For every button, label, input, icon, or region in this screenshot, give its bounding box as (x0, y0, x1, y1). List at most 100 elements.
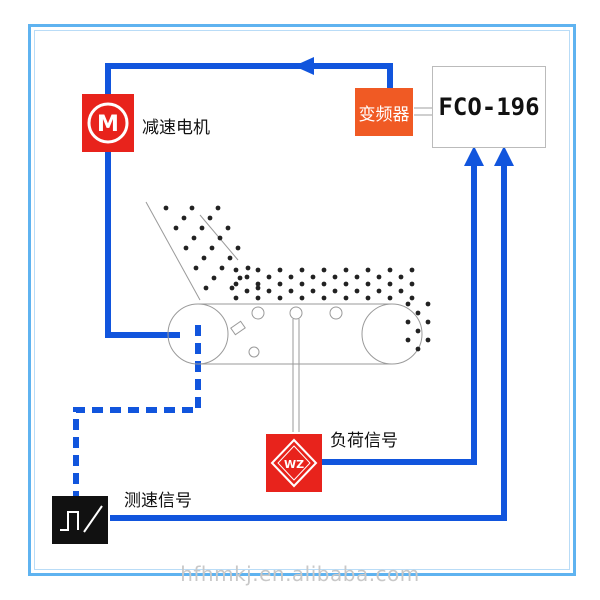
material-particle (387, 267, 393, 273)
speed-signal-label: 测速信号 (124, 491, 192, 511)
motor-label: 减速电机 (142, 118, 210, 138)
inner-frame (34, 30, 570, 570)
material-particle (376, 288, 382, 294)
arrow-up-icon (464, 146, 484, 166)
vfd-controller-link (414, 107, 432, 116)
material-particle (227, 255, 233, 261)
material-particle (409, 295, 415, 301)
material-particle (415, 328, 421, 334)
material-particle (365, 281, 371, 287)
material-particle (376, 274, 382, 280)
material-particle (181, 215, 187, 221)
material-particle (288, 274, 294, 280)
material-particle (255, 295, 261, 301)
weighing-roller (289, 306, 303, 320)
material-particle (425, 319, 431, 325)
speed-signal-line (110, 146, 514, 521)
tail-pulley (361, 303, 423, 365)
idler-roller (251, 306, 265, 320)
material-particle (365, 295, 371, 301)
material-particle (237, 275, 243, 281)
material-particle (255, 267, 261, 273)
conveyor-belt (167, 303, 423, 432)
arrow-left-icon (294, 57, 314, 75)
material-particle (244, 288, 250, 294)
material-particle (343, 295, 349, 301)
material-particle (343, 267, 349, 273)
outer-frame (28, 24, 576, 576)
material-particle (354, 288, 360, 294)
material-particle (191, 235, 197, 241)
material-particle (235, 245, 241, 251)
material-particle (255, 281, 261, 287)
material-particle (203, 285, 209, 291)
load-signal-line (322, 146, 484, 465)
load-sensor-icon-letters: WZ (284, 458, 304, 471)
watermark: hfhmkj.en.alibaba.com (180, 562, 420, 586)
material-particle (387, 281, 393, 287)
controller-box: FCO-196 (432, 66, 546, 148)
material-particle (332, 288, 338, 294)
material-particle (244, 274, 250, 280)
material-particle (405, 319, 411, 325)
material-particle (321, 295, 327, 301)
material-particle (225, 225, 231, 231)
material-particle (209, 245, 215, 251)
material-particle (199, 225, 205, 231)
material-particle (332, 274, 338, 280)
speed-sensor-dashed-line (73, 325, 201, 500)
material-particle (405, 301, 411, 307)
material-particle (343, 281, 349, 287)
material-particle (189, 205, 195, 211)
idler-roller (329, 306, 343, 320)
motor-icon-letter: M (97, 112, 119, 137)
material-particle (233, 281, 239, 287)
material-particle (163, 205, 169, 211)
material-particle (173, 225, 179, 231)
material-particle (405, 337, 411, 343)
arrow-up-icon (494, 146, 514, 166)
material-particle (310, 288, 316, 294)
material-particle (299, 295, 305, 301)
material-particle (201, 255, 207, 261)
material-particle (207, 215, 213, 221)
material-particle (245, 265, 251, 271)
material-particle (409, 281, 415, 287)
material-particle (277, 281, 283, 287)
material-particle (266, 288, 272, 294)
material-particle (255, 285, 261, 291)
material-particle (277, 295, 283, 301)
material-particles (163, 205, 431, 352)
material-particle (299, 281, 305, 287)
material-particle (415, 346, 421, 352)
material-particle (219, 265, 225, 271)
material-particle (229, 285, 235, 291)
material-particle (277, 267, 283, 273)
load-sensor-icon: WZ (266, 434, 322, 492)
material-particle (299, 267, 305, 273)
material-particle (217, 235, 223, 241)
material-particle (211, 275, 217, 281)
material-particle (321, 267, 327, 273)
vfd-box: 变频器 (355, 88, 413, 136)
material-particle (310, 274, 316, 280)
motor-icon: M (82, 94, 134, 152)
material-particle (233, 295, 239, 301)
material-particle (354, 274, 360, 280)
material-particle (415, 310, 421, 316)
hopper (145, 201, 239, 301)
material-particle (365, 267, 371, 273)
material-particle (266, 274, 272, 280)
material-particle (409, 267, 415, 273)
material-particle (425, 337, 431, 343)
speed-sensor-icon (52, 496, 108, 544)
load-signal-label: 负荷信号 (330, 431, 398, 451)
material-particle (321, 281, 327, 287)
material-particle (387, 295, 393, 301)
material-particle (215, 205, 221, 211)
material-particle (233, 267, 239, 273)
material-particle (288, 288, 294, 294)
material-particle (425, 301, 431, 307)
vfd-to-motor-line (105, 57, 393, 338)
